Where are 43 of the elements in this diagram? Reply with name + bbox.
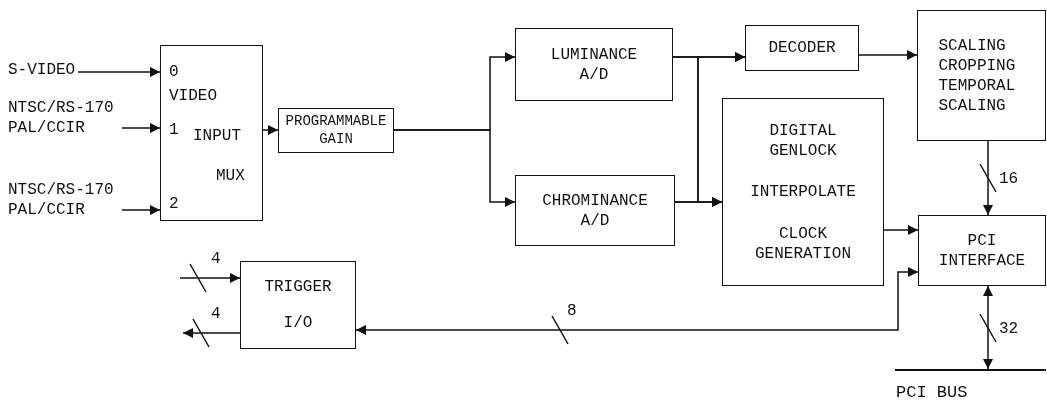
connector-arrow bbox=[883, 225, 919, 235]
port-label: 2 bbox=[169, 194, 179, 214]
port-label: 0 bbox=[169, 62, 179, 82]
connector-arrow bbox=[355, 267, 919, 335]
video-input-mux-box bbox=[160, 45, 263, 221]
pci-interface-box bbox=[918, 215, 1046, 286]
connector-arrow bbox=[262, 125, 279, 135]
block-label: PCI INTERFACE bbox=[937, 230, 1027, 271]
connector-arrow bbox=[858, 50, 918, 60]
input-label: NTSC/RS-170 PAL/CCIR bbox=[8, 98, 115, 138]
port-label: MUX bbox=[216, 166, 245, 186]
block-label: INTERPOLATE bbox=[750, 182, 856, 202]
connector-arrow bbox=[77, 67, 161, 77]
block-label: CLOCK GENERATION bbox=[754, 223, 852, 264]
connector-arrow bbox=[179, 273, 241, 283]
decoder-box bbox=[745, 25, 859, 71]
connector-arrow bbox=[983, 285, 993, 370]
block-label: PROGRAMMABLE GAIN bbox=[284, 113, 388, 148]
block-label: LUMINANCE A/D bbox=[549, 44, 639, 85]
connector-arrow bbox=[121, 123, 161, 133]
luminance-adc-box bbox=[515, 28, 673, 101]
connector-arrow bbox=[121, 205, 161, 215]
input-label: S-VIDEO bbox=[8, 60, 77, 80]
block-label: TRIGGER bbox=[264, 277, 332, 298]
input-label: NTSC/RS-170 PAL/CCIR bbox=[8, 180, 115, 220]
block-label: I/O bbox=[283, 312, 313, 333]
genlock-clock-box bbox=[722, 98, 884, 286]
scaling-box bbox=[917, 10, 1046, 141]
block-label: DECODER bbox=[768, 38, 836, 58]
block-label: DIGITAL GENLOCK bbox=[768, 120, 838, 161]
pci-bus-line bbox=[895, 369, 1046, 371]
connector-arrow bbox=[393, 129, 516, 207]
connector-arrow bbox=[983, 140, 993, 216]
chrominance-adc-box bbox=[515, 175, 675, 246]
port-label: INPUT bbox=[193, 126, 241, 146]
connector-arrow bbox=[674, 197, 723, 207]
gain-box bbox=[278, 108, 394, 153]
trigger-io-box bbox=[240, 261, 356, 349]
port-label: 1 bbox=[169, 120, 179, 140]
connector-arrow bbox=[182, 328, 241, 338]
block-label: SCALING CROPPING TEMPORAL SCALING bbox=[938, 35, 1017, 116]
port-label: VIDEO bbox=[169, 86, 217, 106]
block-label: CHROMINANCE A/D bbox=[541, 190, 649, 231]
